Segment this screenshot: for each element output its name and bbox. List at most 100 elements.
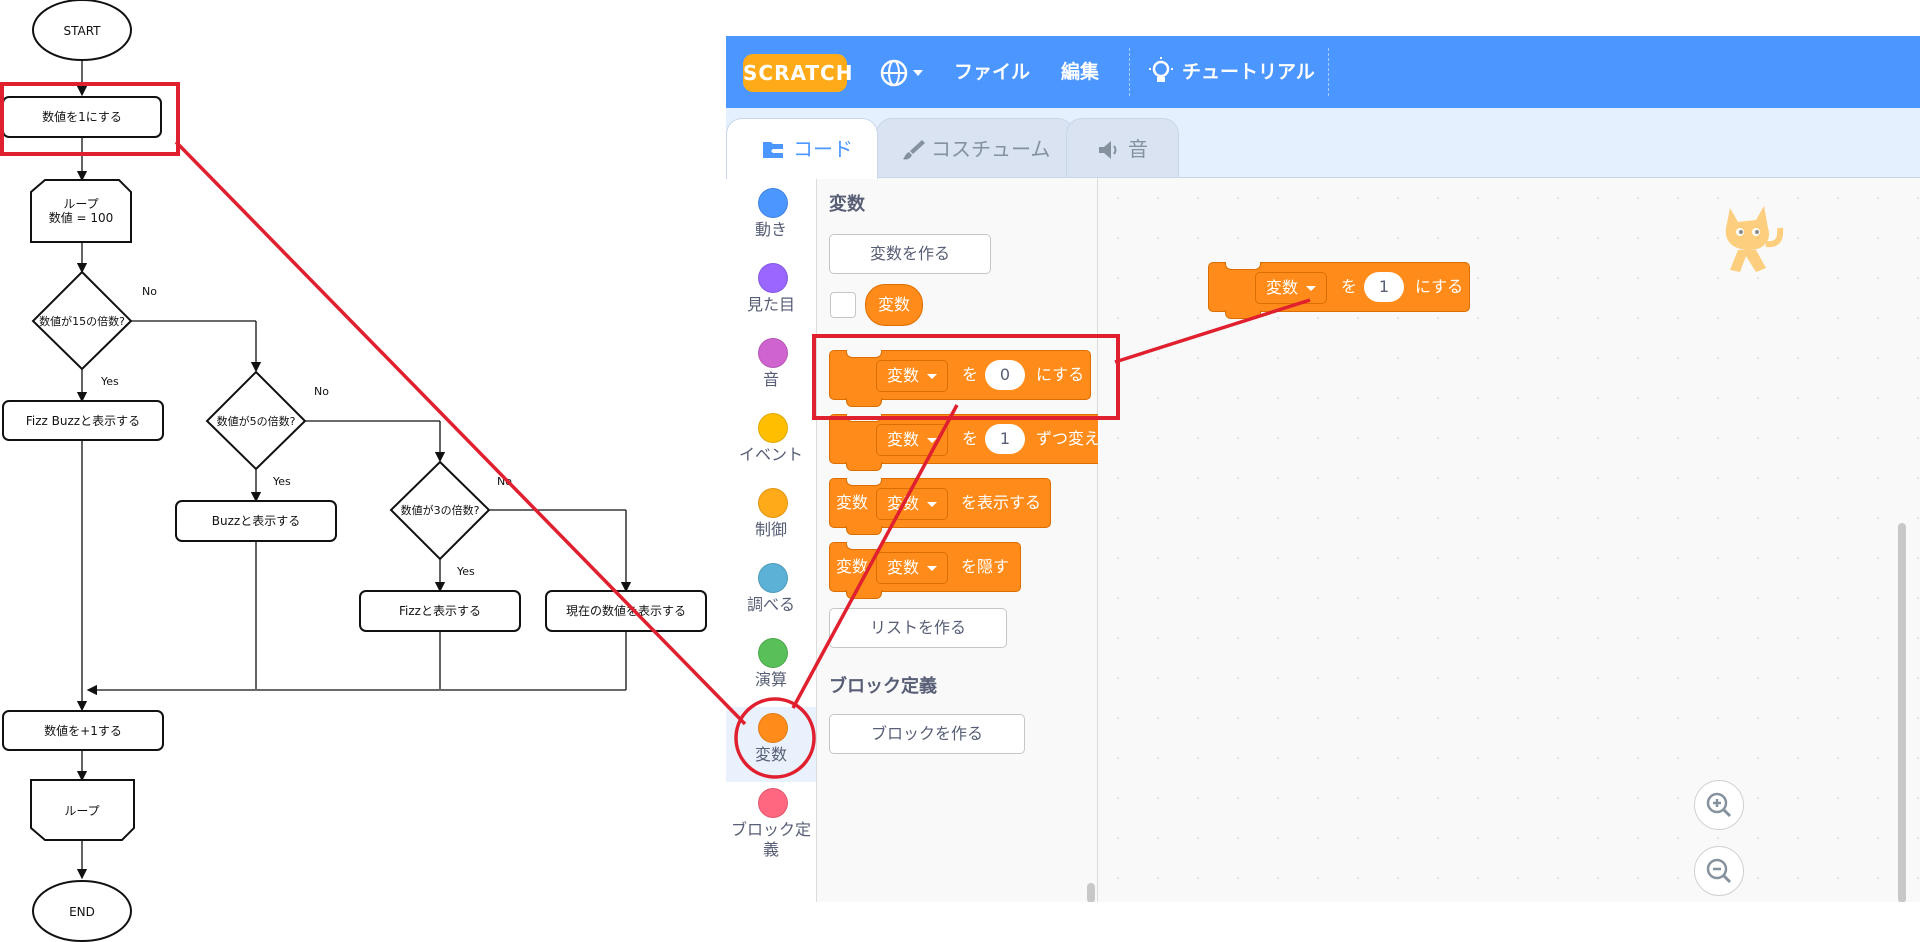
dropdown-label: 変数 — [887, 558, 920, 577]
decision-15-label: 数値が15の倍数? — [39, 314, 125, 328]
edit-menu[interactable]: 編集 — [1061, 61, 1100, 83]
category-variables[interactable]: 変数 — [726, 707, 816, 782]
caret-down-icon — [927, 374, 938, 379]
set-one-label: 数値を1にする — [42, 109, 122, 124]
category-motion[interactable]: 動き — [726, 182, 816, 257]
start-label: START — [63, 24, 101, 38]
language-menu[interactable] — [879, 58, 929, 88]
scratch-editor: SCRATCH ファイル 編集 チュートリアル — [726, 36, 1920, 902]
block-tab — [846, 462, 882, 471]
category-label: 制御 — [754, 520, 787, 539]
tab-costume-label: コスチューム — [931, 137, 1051, 161]
dropdown-label: 変数 — [887, 366, 920, 385]
loop-end-label: ループ — [64, 804, 99, 818]
block-text: 変数 — [836, 557, 869, 576]
code-panel: 動き 見た目 音 イベント 制御 調べる — [726, 177, 1920, 902]
block-text: を — [962, 365, 979, 384]
category-label: 見た目 — [746, 295, 795, 314]
category-dot — [758, 488, 788, 518]
increment-box — [2, 710, 164, 751]
set-block-highlight-box — [812, 334, 1120, 420]
category-myblocks[interactable]: ブロック定義 — [726, 782, 816, 872]
category-sound[interactable]: 音 — [726, 332, 816, 407]
make-block-button[interactable]: ブロックを作る — [829, 714, 1025, 754]
set-variable-block[interactable]: 変数 を 0 にする — [829, 350, 1091, 407]
brush-icon — [903, 140, 925, 160]
zoom-in-button[interactable] — [1694, 780, 1744, 830]
decision-15 — [31, 270, 133, 371]
caret-down-icon — [927, 502, 938, 507]
loop-start-shape — [30, 179, 132, 243]
category-operators[interactable]: 演算 — [726, 632, 816, 707]
variable-dropdown[interactable]: 変数 — [876, 360, 949, 392]
tab-costume[interactable]: コスチューム — [876, 118, 1074, 179]
code-workspace[interactable]: 変数 を 1 にする — [1098, 178, 1920, 902]
category-events[interactable]: イベント — [726, 407, 816, 482]
change-variable-block[interactable]: 変数 を 1 ずつ変える — [829, 414, 1123, 471]
no-label-15: No — [142, 285, 157, 298]
end-terminal — [32, 880, 132, 942]
block-text: を — [1341, 277, 1358, 296]
make-variable-button[interactable]: 変数を作る — [829, 234, 991, 274]
fizzbuzz-box — [2, 400, 164, 441]
workspace-scrollbar[interactable] — [1898, 523, 1906, 902]
show-number-label: 現在の数値を表示する — [566, 603, 686, 618]
value-input[interactable]: 1 — [985, 424, 1025, 454]
category-label: ブロック定義 — [731, 820, 812, 859]
value-input[interactable]: 1 — [1364, 272, 1404, 302]
category-label: イベント — [738, 445, 803, 464]
caret-down-icon — [927, 438, 938, 443]
tab-sound[interactable]: 音 — [1066, 118, 1179, 179]
zoom-out-button[interactable] — [1694, 846, 1744, 896]
variable-dropdown[interactable]: 変数 — [876, 488, 949, 520]
globe-icon — [880, 59, 923, 87]
block-text: にする — [1036, 365, 1085, 384]
scratch-logo[interactable]: SCRATCH — [743, 54, 852, 92]
dropdown-label: 変数 — [887, 494, 920, 513]
category-dot — [758, 563, 788, 593]
tab-code[interactable]: コード — [726, 118, 878, 179]
variable-dropdown[interactable]: 変数 — [876, 552, 949, 584]
category-control[interactable]: 制御 — [726, 482, 816, 557]
category-sensing[interactable]: 調べる — [726, 557, 816, 632]
block-text: にする — [1415, 277, 1464, 296]
category-label: 音 — [762, 370, 779, 389]
code-tab-icon — [763, 142, 783, 158]
buzz-label: Buzzと表示する — [212, 514, 300, 528]
hide-variable-block[interactable]: 変数 変数 を隠す — [829, 542, 1021, 599]
file-menu[interactable]: ファイル — [954, 61, 1031, 83]
variables-heading: 変数 — [829, 194, 865, 215]
category-looks[interactable]: 見た目 — [726, 257, 816, 332]
variable-reporter[interactable]: 変数 — [865, 284, 924, 326]
variable-dropdown[interactable]: 変数 — [876, 424, 949, 456]
category-dot — [758, 338, 788, 368]
make-list-button[interactable]: リストを作る — [829, 608, 1007, 648]
loop-end-shape — [30, 779, 135, 841]
workspace-set-variable-block[interactable]: 変数 を 1 にする — [1208, 262, 1470, 319]
value-input[interactable]: 0 — [985, 360, 1025, 390]
menu-bar: SCRATCH ファイル 編集 チュートリアル — [726, 36, 1920, 108]
category-dot — [758, 713, 788, 743]
caret-down-icon — [927, 566, 938, 571]
editor-tabs: コード コスチューム 音 — [726, 118, 1920, 179]
tutorial-menu[interactable]: チュートリアル — [1146, 36, 1315, 108]
block-palette: 変数 変数を作る 変数 変数 を 0 にする 変数 を 1 ずつ変える — [817, 178, 1123, 902]
cat-sprite-icon — [1725, 206, 1784, 272]
menu-divider — [1129, 48, 1131, 96]
yes-label-15: Yes — [100, 375, 119, 388]
palette-scrollbar[interactable] — [1087, 883, 1095, 902]
category-dot — [758, 263, 788, 293]
block-text: ずつ変える — [1036, 429, 1116, 448]
show-variable-block[interactable]: 変数 変数 を表示する — [829, 478, 1051, 535]
category-dot — [758, 788, 788, 818]
variable-dropdown[interactable]: 変数 — [1255, 272, 1328, 304]
start-terminal — [32, 0, 132, 61]
fizz-label: Fizzと表示する — [399, 604, 481, 618]
category-label: 変数 — [754, 745, 787, 764]
dropdown-label: 変数 — [887, 430, 920, 449]
variable-checkbox[interactable] — [830, 292, 856, 318]
category-menu: 動き 見た目 音 イベント 制御 調べる — [726, 178, 817, 902]
block-text: を隠す — [961, 557, 1010, 576]
loop-start-label-2: 数値 = 100 — [49, 210, 114, 225]
decision-3-label: 数値が3の倍数? — [401, 503, 480, 517]
